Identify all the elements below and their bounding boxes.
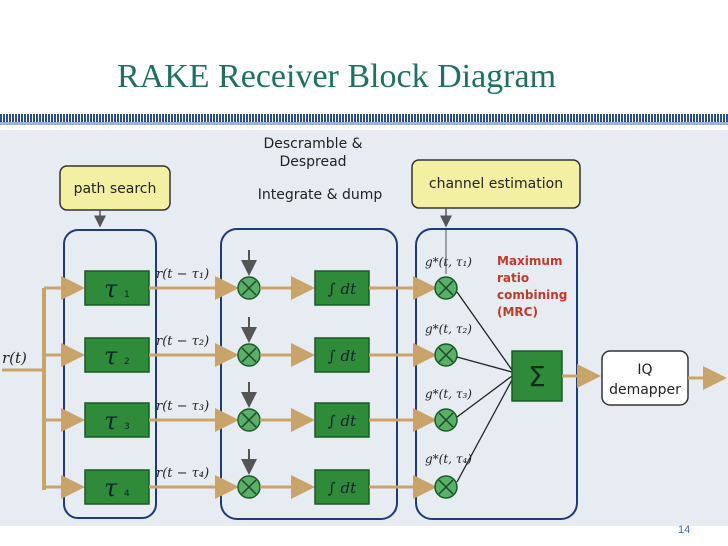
delay-block-1 bbox=[84, 270, 150, 306]
delay-subscript-2: 2 bbox=[124, 357, 130, 367]
integrator-label-4: ∫ dt bbox=[328, 479, 357, 497]
delayed-signal-4: r(t − τ₄) bbox=[156, 466, 209, 481]
delay-symbol-3: τ bbox=[104, 407, 118, 435]
delay-block-3 bbox=[84, 402, 150, 438]
integrate-dump-label: Integrate & dump bbox=[258, 187, 383, 203]
delay-subscript-4: 4 bbox=[124, 489, 130, 499]
slide-title: RAKE Receiver Block Diagram bbox=[117, 58, 557, 95]
descramble-label-line2: Despread bbox=[279, 154, 346, 170]
title-divider-shadow bbox=[0, 122, 728, 125]
delay-group-box bbox=[63, 229, 157, 519]
integrator-2 bbox=[314, 337, 370, 373]
delayed-signal-1: r(t − τ₁) bbox=[156, 267, 209, 282]
finger-row-4: τ 4 r(t − τ₄) ∫ dt g*(t, τ₄) bbox=[44, 379, 513, 505]
weight-label-1: g*(t, τ₁) bbox=[425, 255, 472, 269]
weight-label-4: g*(t, τ₄) bbox=[425, 452, 472, 466]
iq-demapper-line1: IQ bbox=[637, 362, 652, 378]
delay-subscript-1: 1 bbox=[124, 290, 130, 300]
integrator-4 bbox=[314, 469, 370, 505]
mrc-note-line2: ratio bbox=[497, 271, 529, 285]
channel-estimation-label: channel estimation bbox=[429, 176, 563, 192]
delay-symbol-4: τ bbox=[104, 474, 118, 502]
delayed-signal-3: r(t − τ₃) bbox=[156, 399, 209, 414]
title-divider bbox=[0, 114, 728, 122]
integrator-3 bbox=[314, 402, 370, 438]
integrator-label-1: ∫ dt bbox=[328, 280, 357, 298]
integrator-label-3: ∫ dt bbox=[328, 412, 357, 430]
finger-row-3: τ 3 r(t − τ₃) ∫ dt g*(t, τ₃) bbox=[44, 375, 513, 438]
weight-label-2: g*(t, τ₂) bbox=[425, 322, 472, 336]
page-number: 14 bbox=[678, 524, 691, 536]
finger-row-2: τ 2 r(t − τ₂) ∫ dt g*(t, τ₂) bbox=[44, 317, 513, 373]
summation-symbol: Σ bbox=[528, 360, 546, 393]
integrator-label-2: ∫ dt bbox=[328, 347, 357, 365]
delay-subscript-3: 3 bbox=[124, 422, 130, 432]
delay-symbol-1: τ bbox=[104, 275, 118, 303]
delayed-signal-2: r(t − τ₂) bbox=[156, 334, 209, 349]
finger-row-1: τ 1 r(t − τ₁) ∫ dt g*(t, τ₁) bbox=[44, 250, 513, 371]
mrc-note-line4: (MRC) bbox=[497, 305, 538, 319]
descramble-label-line1: Descramble & bbox=[263, 136, 362, 152]
delay-symbol-2: τ bbox=[104, 342, 118, 370]
path-search-block bbox=[59, 165, 171, 211]
delay-block-2 bbox=[84, 337, 150, 373]
channel-estimation-block bbox=[411, 159, 581, 209]
summation-block bbox=[511, 350, 563, 402]
despread-group-box bbox=[220, 228, 398, 520]
iq-demapper-line2: demapper bbox=[609, 382, 681, 398]
mrc-note-line3: combining bbox=[497, 288, 567, 302]
input-signal-label: r(t) bbox=[2, 349, 27, 367]
weight-label-3: g*(t, τ₃) bbox=[425, 387, 472, 401]
path-search-label: path search bbox=[74, 181, 157, 197]
mrc-note-line1: Maximum bbox=[497, 254, 562, 268]
